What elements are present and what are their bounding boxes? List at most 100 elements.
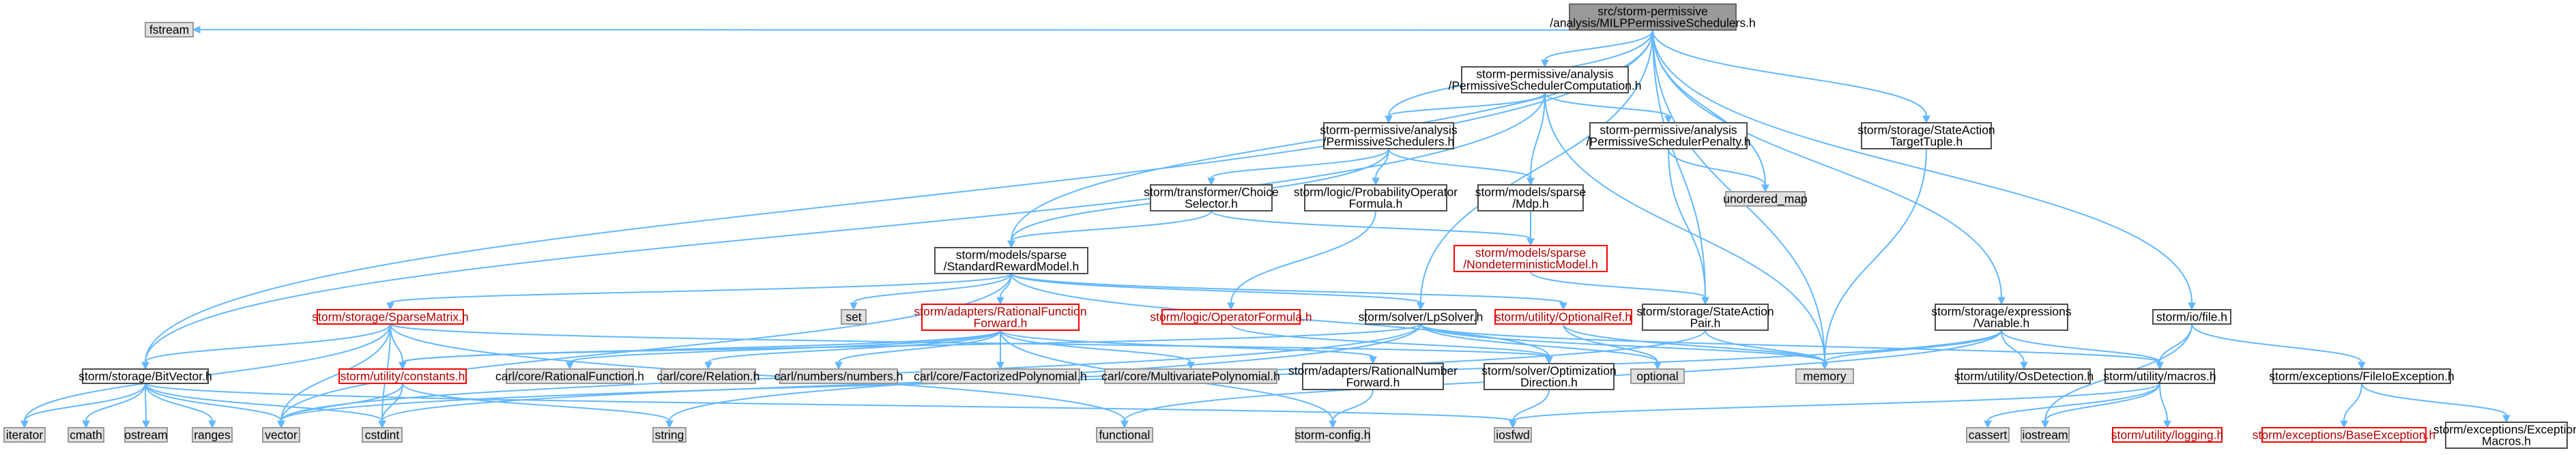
node-label-line: storm/logic/OperatorFormula.h bbox=[1150, 310, 1312, 324]
node-box bbox=[1104, 368, 1277, 384]
node-const[interactable]: storm/utility/constants.h bbox=[338, 368, 467, 384]
node-box bbox=[3, 427, 46, 443]
node-label-line: unordered_map bbox=[1723, 192, 1808, 207]
node-stormcfg: storm-config.h bbox=[1295, 427, 1370, 443]
edge-line bbox=[1652, 29, 1927, 117]
node-psc[interactable]: storm-permissive/analysis/PermissiveSche… bbox=[1448, 66, 1642, 93]
edge-arrowhead bbox=[1526, 177, 1535, 186]
node-label-line: carl/numbers/numbers.h bbox=[775, 370, 903, 383]
node-logging[interactable]: storm/utility/logging.h bbox=[2111, 427, 2223, 443]
node-label-line: carl/core/MultivariatePolynomial.h bbox=[1101, 370, 1280, 383]
edge-line bbox=[1000, 329, 1374, 357]
node-box bbox=[1589, 122, 1748, 149]
node-box bbox=[1966, 427, 2010, 443]
node-mdp[interactable]: storm/models/sparse/Mdp.h bbox=[1475, 184, 1586, 211]
node-box bbox=[1569, 3, 1737, 31]
node-lps[interactable]: storm/solver/LpSolver.h bbox=[1359, 309, 1484, 325]
edge-file-to-macros bbox=[2156, 323, 2193, 370]
node-nm[interactable]: storm/models/sparse/NondeterministicMode… bbox=[1453, 245, 1608, 272]
edge-line bbox=[1652, 29, 1706, 298]
node-label-line: /StandardRewardModel.h bbox=[944, 260, 1079, 274]
edge-line bbox=[1544, 92, 1669, 117]
node-box bbox=[1494, 427, 1532, 443]
edge-macros-to-iosfwd bbox=[1509, 383, 2160, 429]
node-cstdint: cstdint bbox=[362, 427, 403, 443]
edge-line bbox=[569, 329, 1001, 363]
edge-line bbox=[1652, 29, 2193, 304]
edge-line bbox=[1230, 210, 1376, 304]
edge-arrowhead bbox=[1701, 297, 1709, 306]
node-srm[interactable]: storm/models/sparse/StandardRewardModel.… bbox=[934, 247, 1088, 274]
node-label-line: /PermissiveSchedulers.h bbox=[1323, 135, 1455, 149]
edge-line bbox=[1332, 389, 1374, 422]
node-label-line: iterator bbox=[6, 428, 44, 442]
edge-line bbox=[1420, 323, 1825, 363]
edge-arrowhead bbox=[1329, 420, 1337, 429]
node-box bbox=[1304, 184, 1447, 211]
edge-line bbox=[145, 383, 383, 422]
node-label-line: storm/storage/SparseMatrix.h bbox=[312, 310, 469, 324]
edge-fioe-to-be bbox=[2340, 383, 2362, 429]
edge-line bbox=[1420, 29, 1653, 304]
edge-arrowhead bbox=[2163, 420, 2171, 429]
edge-arrowhead bbox=[1207, 177, 1215, 186]
node-root[interactable]: src/storm-permissive/analysis/MILPPermis… bbox=[1550, 3, 1756, 31]
node-box bbox=[1795, 368, 1854, 384]
edge-arrowhead bbox=[2156, 362, 2164, 370]
node-label-line: storm/storage/StateAction bbox=[1857, 123, 1995, 137]
node-ps[interactable]: storm-permissive/analysis/PermissiveSche… bbox=[1320, 122, 1458, 149]
edge-line bbox=[1987, 383, 2160, 422]
edge-arrowhead bbox=[1227, 302, 1235, 311]
node-bv[interactable]: storm/storage/BitVector.h bbox=[78, 368, 212, 384]
edge-line bbox=[390, 323, 403, 363]
edge-fioe-to-em bbox=[2361, 383, 2510, 424]
edge-srm-to-set bbox=[850, 273, 1012, 311]
edge-root-to-satt bbox=[1652, 29, 1930, 124]
node-osd[interactable]: storm/utility/OsDetection.h bbox=[1954, 368, 2094, 384]
node-box bbox=[2272, 368, 2451, 384]
edge-arrowhead bbox=[378, 420, 386, 429]
node-label-line: /NondeterministicModel.h bbox=[1463, 258, 1597, 271]
node-box bbox=[1477, 184, 1584, 211]
node-box bbox=[2021, 427, 2070, 443]
node-of[interactable]: storm/logic/OperatorFormula.h bbox=[1150, 309, 1312, 325]
node-be[interactable]: storm/exceptions/BaseException.h bbox=[2253, 427, 2435, 443]
node-macros[interactable]: storm/utility/macros.h bbox=[2103, 368, 2216, 384]
node-fioe[interactable]: storm/exceptions/FileIoException.h bbox=[2269, 368, 2455, 384]
node-sm[interactable]: storm/storage/SparseMatrix.h bbox=[312, 309, 469, 325]
node-box bbox=[2104, 368, 2215, 384]
edge-line bbox=[280, 383, 403, 422]
node-cmath: cmath bbox=[68, 427, 104, 443]
node-label-line: ostream bbox=[124, 428, 167, 442]
edge-arrowhead bbox=[850, 302, 858, 311]
edge-line bbox=[402, 323, 1421, 363]
edge-arrowhead bbox=[1559, 302, 1567, 311]
node-box bbox=[1957, 368, 2091, 384]
edge-cs-to-srm bbox=[1007, 210, 1212, 249]
node-label-line: storm/utility/logging.h bbox=[2111, 428, 2223, 442]
edge-root-to-file bbox=[1652, 29, 2196, 311]
edge-arrowhead bbox=[1007, 240, 1015, 249]
node-label-line: storm/models/sparse bbox=[956, 248, 1067, 262]
edge-srm-to-lps bbox=[1011, 273, 1425, 311]
node-oref[interactable]: storm/utility/OptionalRef.h bbox=[1494, 309, 1632, 325]
edge-psp-to-umap bbox=[1668, 148, 1769, 193]
node-label-line: storm/storage/StateAction bbox=[1636, 305, 1774, 319]
node-psp[interactable]: storm-permissive/analysis/PermissiveSche… bbox=[1587, 122, 1751, 149]
node-label-line: storm/utility/constants.h bbox=[341, 370, 465, 383]
node-box bbox=[506, 368, 634, 384]
node-file[interactable]: storm/io/file.h bbox=[2152, 309, 2231, 325]
node-box bbox=[921, 304, 1080, 331]
node-label-line: carl/core/Relation.h bbox=[657, 370, 760, 383]
edge-line bbox=[24, 383, 146, 422]
node-var[interactable]: storm/storage/expressions/Variable.h bbox=[1931, 304, 2072, 331]
edge-line bbox=[853, 273, 1012, 304]
